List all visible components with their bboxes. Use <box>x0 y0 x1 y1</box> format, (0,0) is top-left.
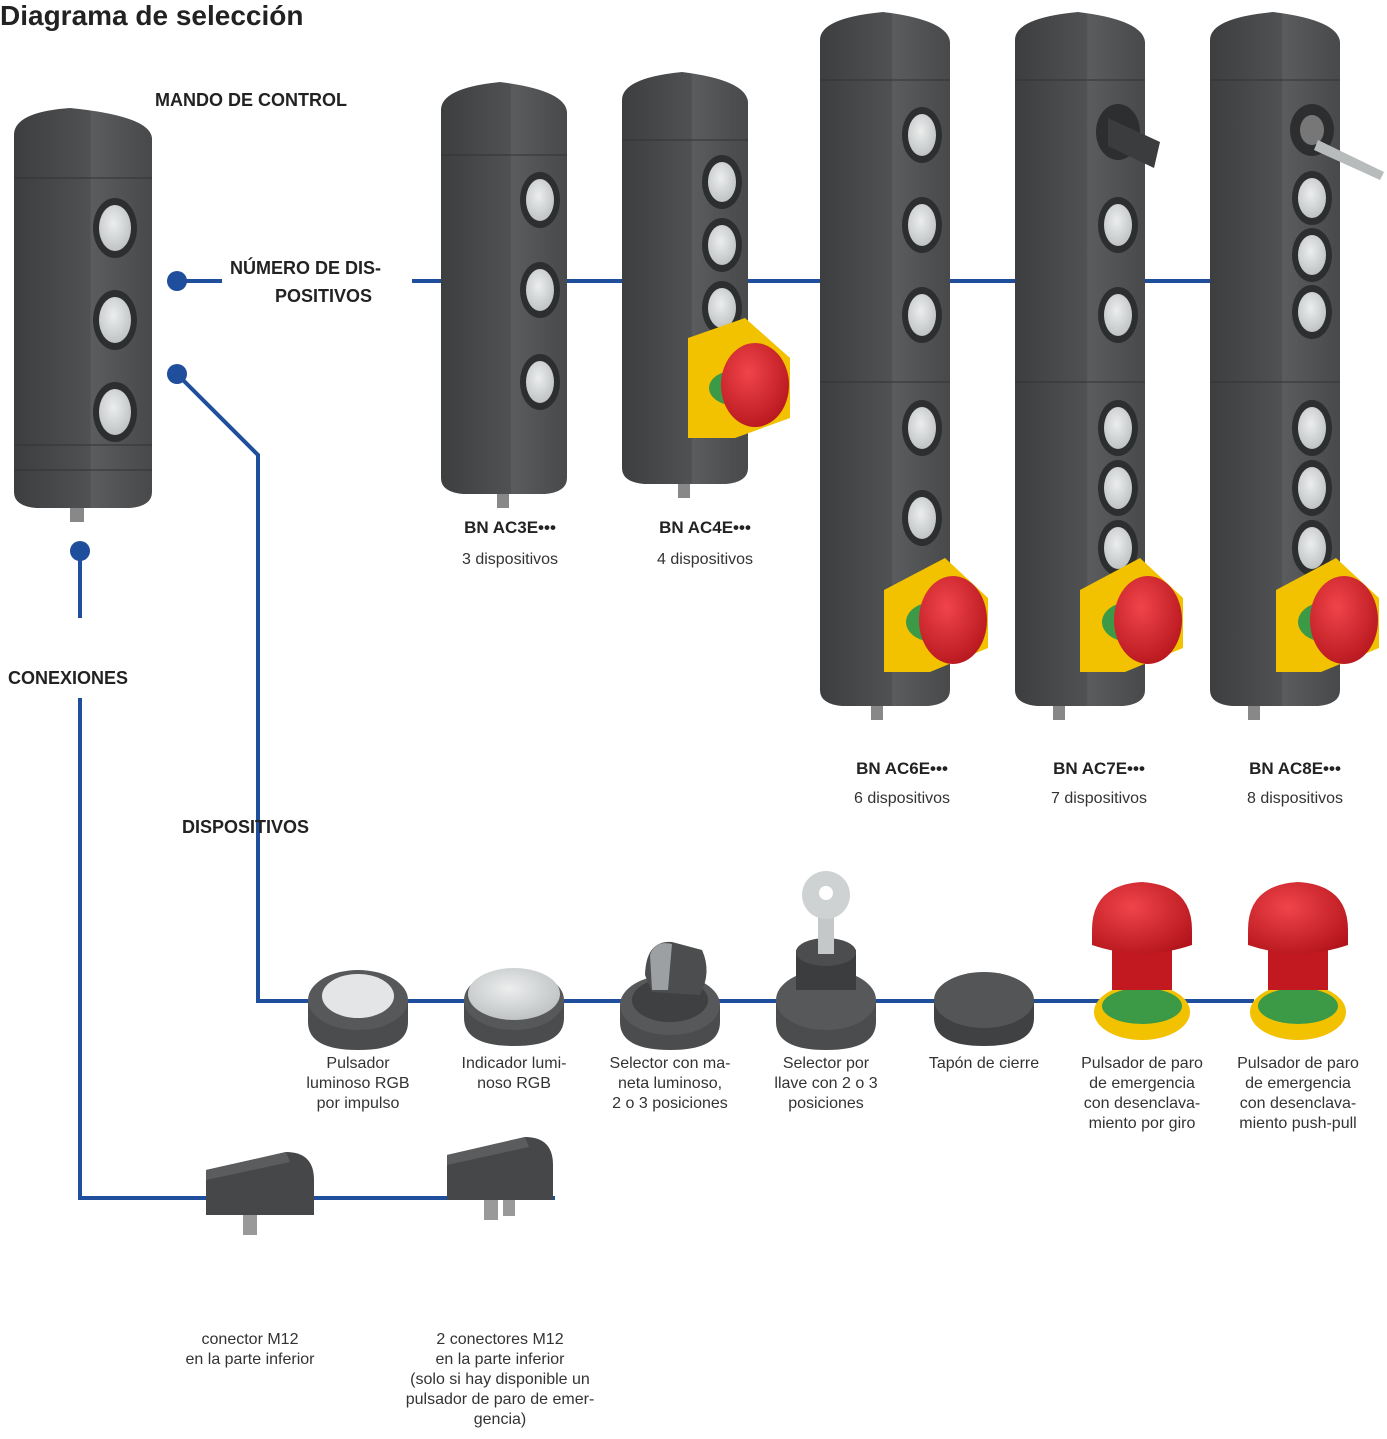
device-type-label: Indicador lumi- noso RGB <box>461 1055 567 1092</box>
device-lever-selector-image <box>620 941 720 1050</box>
model-bn-ac3e-image <box>441 82 567 508</box>
page-title: Diagrama de selección <box>0 0 304 31</box>
section-connections-label: CONEXIONES <box>8 668 129 688</box>
model-name: BN AC6E••• <box>856 759 948 778</box>
section-control-label: MANDO DE CONTROL <box>155 90 347 110</box>
device-type-label: Pulsador de paro de emergencia con desen… <box>1081 1055 1203 1132</box>
connection-type-label: 2 conectores M12 en la parte inferior (s… <box>405 1331 595 1428</box>
model-bn-ac7e-image <box>1015 12 1183 720</box>
device-type-label: Pulsador luminoso RGB por impulso <box>306 1055 410 1112</box>
generic-control-box <box>14 108 152 522</box>
device-rgb-pushbutton-image <box>308 970 408 1050</box>
model-desc: 6 dispositivos <box>853 790 951 807</box>
connector-dots <box>70 271 187 561</box>
model-bn-ac8e-image <box>1210 12 1384 720</box>
model-bn-ac6e-image <box>820 12 988 720</box>
connection-dual-m12-image <box>447 1137 553 1220</box>
model-desc: 7 dispositivos <box>1050 790 1148 807</box>
device-type-label: Selector por llave con 2 o 3 posiciones <box>774 1055 878 1112</box>
model-name: BN AC4E••• <box>659 518 751 537</box>
device-rgb-indicator-image <box>464 968 564 1046</box>
device-estop-pushpull-image <box>1248 882 1348 1040</box>
section-devices-label: DISPOSITIVOS <box>182 817 310 837</box>
model-name: BN AC7E••• <box>1053 759 1145 778</box>
section-devices-count-line1: NÚMERO DE DIS- <box>230 258 382 278</box>
model-desc: 3 dispositivos <box>461 551 559 568</box>
device-blank-plug-image <box>934 972 1034 1046</box>
model-desc: 4 dispositivos <box>656 551 754 568</box>
model-name: BN AC8E••• <box>1249 759 1341 778</box>
model-desc: 8 dispositivos <box>1246 790 1344 807</box>
device-key-selector-image <box>776 871 876 1050</box>
section-devices-count-line2: POSITIVOS <box>275 286 373 306</box>
device-type-label: Tapón de cierre <box>928 1055 1040 1072</box>
model-name: BN AC3E••• <box>464 518 556 537</box>
connection-type-label: conector M12 en la parte inferior <box>185 1331 315 1368</box>
device-type-label: Pulsador de paro de emergencia con desen… <box>1237 1055 1359 1132</box>
device-type-label: Selector con ma- neta luminoso, 2 o 3 po… <box>609 1055 731 1112</box>
device-estop-twist-image <box>1092 882 1192 1040</box>
model-bn-ac4e-image <box>622 72 790 498</box>
connection-single-m12-image <box>206 1152 314 1235</box>
